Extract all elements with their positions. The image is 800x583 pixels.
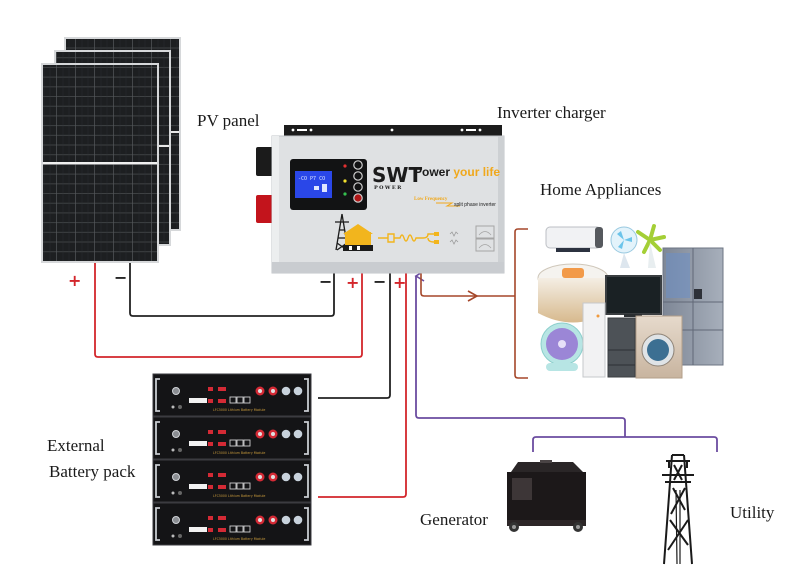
inverter-bat-minus-sign: − (373, 272, 387, 291)
ac-input-wire (414, 270, 626, 437)
fault-led (343, 164, 347, 168)
meter-icon (475, 225, 495, 239)
battery-module-label: LFC5000 Lithium Battery Module (213, 537, 265, 541)
refrigerator-small (607, 317, 636, 378)
solar-panel-front (41, 63, 159, 263)
battery-module: LFC5000 Lithium Battery Module (152, 459, 312, 503)
battery-module-label: LFC5000 Lithium Battery Module (213, 408, 265, 412)
battery-module-label: LFC5000 Lithium Battery Module (213, 451, 265, 455)
button-down[interactable] (353, 182, 363, 192)
slogan: Power your life (414, 165, 500, 179)
battery-module: LFC5000 Lithium Battery Module (152, 502, 312, 546)
desk-fan-blue (610, 226, 638, 268)
pv-positive-wire (94, 262, 363, 358)
pv-negative-wire (129, 262, 335, 317)
label-pv-panel: PV panel (197, 111, 260, 130)
inverter-bat-plus-sign: + (393, 273, 407, 292)
appliances-bracket (514, 228, 528, 379)
generator (507, 460, 586, 532)
desk-fan-green (636, 224, 666, 268)
utility-tower (662, 454, 694, 565)
meter-icon (475, 238, 495, 252)
button-up[interactable] (353, 171, 363, 181)
television (605, 275, 662, 317)
battery-positive-wire (318, 272, 407, 498)
box-fan (540, 322, 584, 371)
battery-negative-wire (318, 272, 391, 399)
charge-led (343, 179, 347, 183)
inverter-pv-plus-sign: + (346, 273, 360, 292)
ac-led (343, 192, 347, 196)
pv-minus-sign: − (114, 268, 128, 287)
label-external: External (47, 436, 105, 455)
svg-text:-CO P7 CO: -CO P7 CO (298, 176, 325, 182)
tag-line-1: Low Frequency (414, 197, 448, 202)
power-button[interactable] (353, 193, 363, 203)
brand-logo: SWT (372, 163, 422, 187)
label-utility: Utility (730, 503, 775, 522)
dc-terminal-positive (256, 195, 276, 223)
water-heater (545, 226, 603, 252)
label-generator: Generator (420, 510, 488, 529)
label-home-appliances: Home Appliances (540, 180, 662, 199)
inverter-pv-minus-sign: − (319, 272, 333, 291)
label-inverter-charger: Inverter charger (497, 103, 606, 122)
battery-module: LFC5000 Lithium Battery Module (152, 416, 312, 460)
button-menu[interactable] (353, 160, 363, 170)
dc-terminal-negative (256, 147, 276, 176)
washing-machine (635, 315, 683, 379)
battery-module: LFC5000 Lithium Battery Module (152, 373, 312, 417)
mounting-bracket (284, 125, 502, 137)
ac-input-branch (532, 436, 718, 452)
air-conditioner (582, 302, 606, 378)
tag-line-2: split phase inverter (454, 202, 496, 208)
brand-sub: POWER (374, 185, 403, 191)
battery-module-label: LFC5000 Lithium Battery Module (213, 494, 265, 498)
ac-output-wire (420, 272, 479, 302)
label-battery-pack: Battery pack (49, 462, 136, 481)
pv-plus-sign: + (68, 271, 82, 290)
